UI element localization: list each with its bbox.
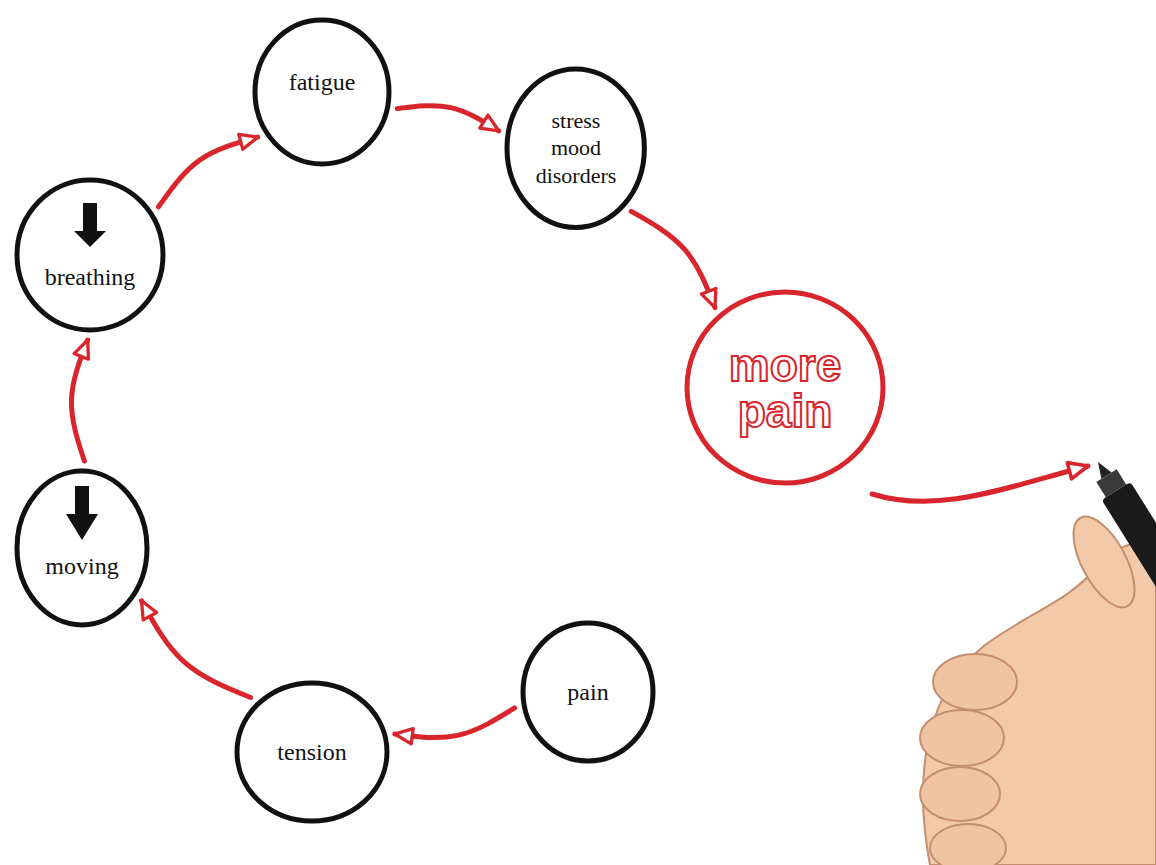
circle-outline-shape: [237, 683, 387, 821]
circle-outline-shape: [255, 20, 389, 164]
circle-node: stress mood disorders: [504, 66, 647, 230]
node-label: stress mood disorders: [526, 107, 626, 190]
circle-node: breathing: [14, 177, 166, 333]
circle-node: fatigue: [252, 17, 392, 167]
arrow-shaft: [83, 203, 97, 233]
node-text-group: tension: [277, 737, 346, 767]
circle-outline: [14, 177, 166, 333]
circle-node: moving: [14, 468, 150, 628]
node-label: moving: [45, 551, 118, 581]
hand-finger: [930, 824, 1006, 865]
exit-arrow: [872, 466, 1088, 501]
cycle-arrow: [395, 708, 515, 738]
circle-node: pain: [520, 620, 656, 764]
highlight-label: more pain: [710, 342, 860, 434]
hand-illustration: [920, 453, 1156, 865]
circle-outline-shape: [507, 69, 644, 227]
circle-outline: [14, 468, 150, 628]
circle-node: tension: [234, 680, 390, 824]
node-label: breathing: [45, 262, 136, 292]
node-text-group: breathing: [45, 262, 136, 292]
down-arrow-symbol: [66, 486, 98, 540]
hand-finger: [920, 710, 1004, 766]
down-arrow-symbol: [74, 203, 106, 247]
node-text-group: more pain: [710, 342, 860, 434]
node-text-group: fatigue: [289, 67, 356, 97]
hand-finger: [920, 767, 1000, 821]
cycle-arrow: [71, 340, 87, 461]
hand-thumb: [1061, 508, 1147, 617]
cycle-arrow: [397, 106, 498, 131]
node-label: fatigue: [289, 67, 356, 97]
circle-outline-shape: [523, 623, 653, 761]
cycle-arrow: [631, 211, 715, 307]
circle-node: more pain: [684, 289, 886, 486]
circle-outline-shape: [17, 180, 163, 330]
node-label: pain: [567, 677, 608, 707]
circle-outline-shape: [687, 292, 883, 483]
cycle-arrow: [158, 137, 257, 207]
arrow-shaft: [75, 486, 89, 516]
node-text-group: moving: [45, 551, 118, 581]
node-label: tension: [277, 737, 346, 767]
node-text-group: stress mood disorders: [526, 107, 626, 190]
circle-outline-shape: [17, 471, 147, 625]
node-text-group: pain: [567, 677, 608, 707]
cycle-arrow: [142, 601, 251, 698]
arrow-head: [74, 231, 106, 247]
arrow-head: [66, 514, 98, 540]
hand-finger: [933, 654, 1017, 710]
